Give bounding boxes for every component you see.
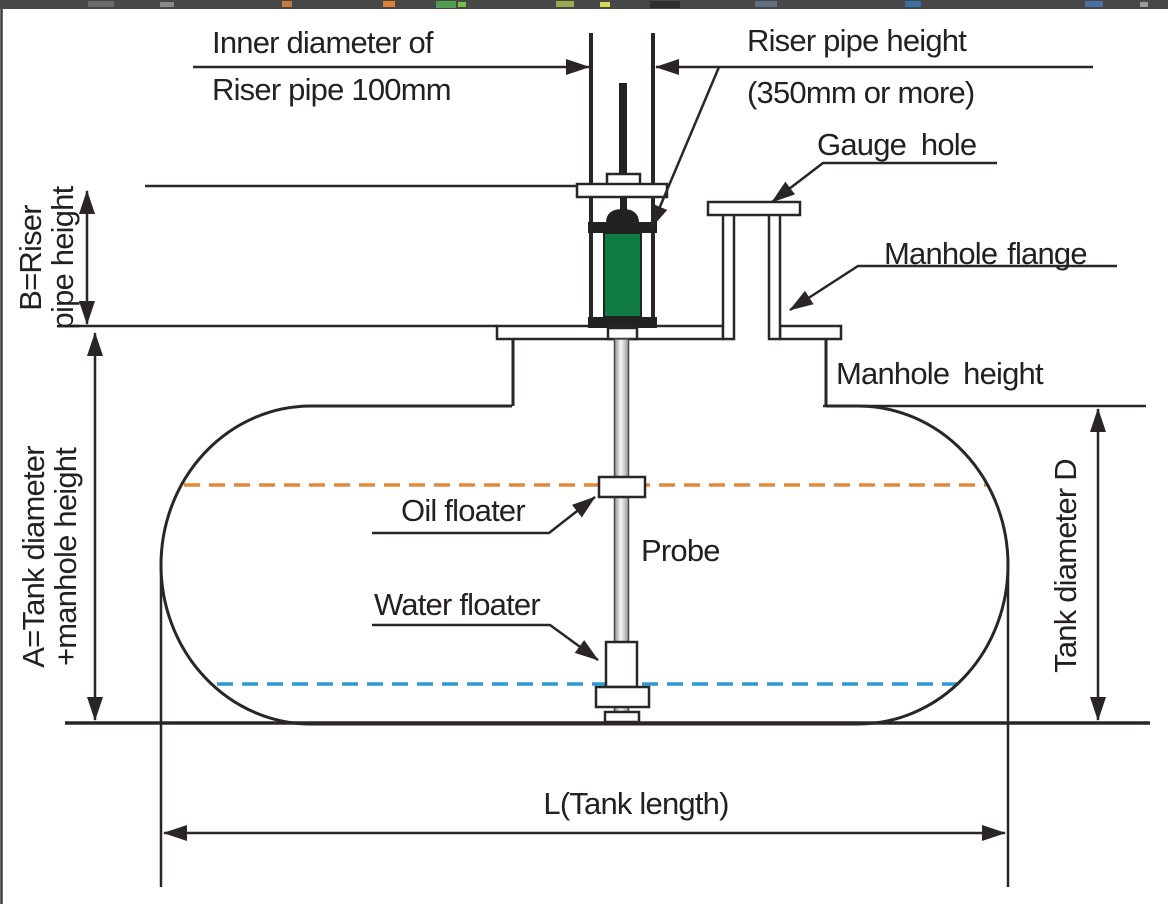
manhole-flange-leader [789, 264, 1117, 312]
inner-diameter-label-line1: Inner diameter of [212, 25, 434, 60]
a-dimension-label-line1: A=Tank diameter [16, 446, 51, 668]
b-dimension-label-line2: pipe height [45, 186, 80, 330]
toolbar-fragment [383, 1, 395, 7]
probe-transmitter-bottom-cap [588, 317, 657, 328]
gauge-hole-label: Gauge hole [817, 127, 977, 162]
inner-diameter-label-line2: Riser pipe 100mm [212, 72, 452, 107]
water-floater-base [594, 685, 651, 709]
probe-transmitter-top-cap [588, 222, 657, 233]
probe-assembly [594, 338, 651, 724]
tank-diameter-label: Tank diameter D [1048, 459, 1083, 673]
riser-height-leader [649, 66, 721, 229]
gauge-hole-flange [706, 200, 802, 217]
toolbar-fragment [600, 2, 610, 7]
manhole-height-label: Manhole height [836, 356, 1044, 391]
probe-head-dome [606, 209, 639, 223]
probe-transmitter-body [603, 232, 642, 318]
riser-pipe-height-label: Riser pipe height (350mm or more) [747, 15, 975, 119]
gauge-pipe-right-wall [767, 212, 782, 341]
oil-floater [597, 475, 647, 499]
oil-floater-label: Oil floater [401, 493, 526, 528]
dimension-lines [58, 59, 1146, 887]
clipped-toolbar-strip [0, 0, 1168, 9]
manhole-flange-label: Manhole flange [884, 236, 1088, 271]
toolbar-fragment [88, 1, 114, 7]
toolbar-strip-bg [0, 0, 1168, 9]
water-floater-leader [372, 623, 599, 662]
riser-pipe-height-label-line1: Riser pipe height [747, 23, 967, 58]
probe-bottom-foot [603, 710, 641, 724]
tank-outline [159, 404, 1010, 726]
manhole [495, 200, 843, 406]
tank-length-label: L(Tank length) [543, 786, 729, 821]
toolbar-fragment [556, 1, 574, 7]
riser-pipe-height-label-line2: (350mm or more) [747, 75, 975, 110]
gauge-hole-leader [771, 161, 997, 203]
toolbar-fragment [905, 1, 921, 7]
probe-antenna-rod [619, 83, 627, 176]
b-dimension-label: B=Riser pipe height [13, 186, 80, 330]
water-floater [604, 640, 639, 689]
toolbar-fragment [282, 1, 292, 7]
toolbar-fragment [160, 2, 174, 7]
riser-top-flange [575, 182, 669, 199]
a-dimension-label: A=Tank diameter +manhole height [16, 446, 83, 668]
toolbar-fragment [1085, 1, 1103, 7]
toolbar-fragment [650, 1, 680, 8]
toolbar-fragment [755, 1, 777, 7]
toolbar-fragment [458, 2, 466, 7]
oil-floater-leader [372, 496, 596, 535]
riser-pipe-assembly [575, 33, 669, 341]
b-dimension-label-line1: B=Riser [13, 205, 48, 311]
toolbar-fragment [1140, 2, 1148, 7]
toolbar-fragment [436, 1, 456, 8]
gauge-pipe-left-wall [721, 212, 736, 341]
probe-label: Probe [641, 533, 721, 568]
manhole-flange-plate-right [778, 324, 843, 341]
a-dimension-label-line2: +manhole height [48, 447, 83, 667]
probe-neck-collar [606, 326, 639, 341]
water-floater-label: Water floater [374, 587, 541, 622]
probe-head-stem [620, 197, 627, 215]
inner-diameter-label: Inner diameter of Riser pipe 100mm [212, 19, 452, 113]
